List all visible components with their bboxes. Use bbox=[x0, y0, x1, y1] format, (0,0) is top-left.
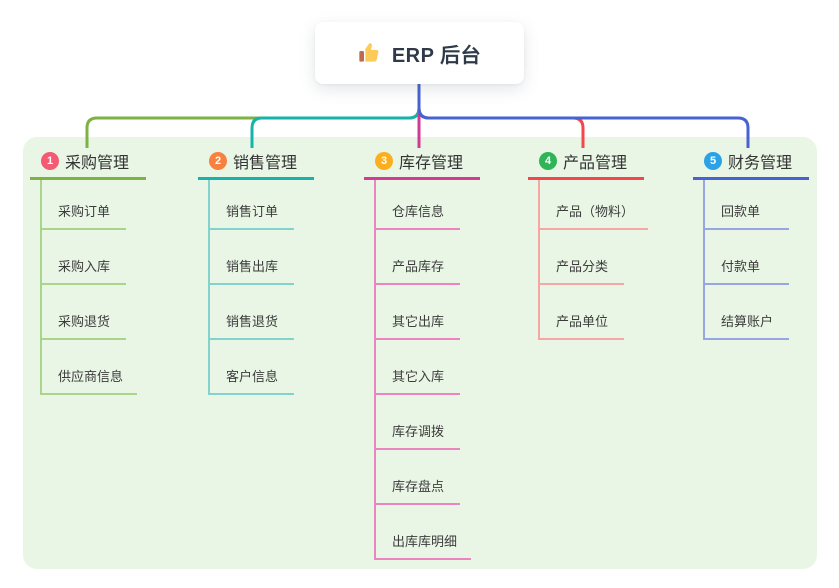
child-label: 产品分类 bbox=[556, 259, 609, 274]
child-node-receipt-bill[interactable]: 回款单 bbox=[703, 180, 789, 230]
child-label: 销售出库 bbox=[226, 259, 279, 274]
child-node-sales-return[interactable]: 销售退货 bbox=[208, 285, 294, 340]
thumbs-up-icon bbox=[359, 43, 379, 62]
root-node-erp[interactable]: ERP 后台 bbox=[315, 22, 524, 84]
child-node-product-stock[interactable]: 产品库存 bbox=[374, 230, 460, 285]
child-node-product-material[interactable]: 产品（物料） bbox=[538, 180, 649, 230]
child-node-product-unit[interactable]: 产品单位 bbox=[538, 285, 624, 340]
child-label: 其它入库 bbox=[392, 369, 445, 384]
badge-number-1: 1 bbox=[41, 151, 59, 170]
child-node-purchase-return[interactable]: 采购退货 bbox=[40, 285, 126, 340]
branch-label: 财务管理 bbox=[728, 154, 793, 172]
child-label: 仓库信息 bbox=[392, 204, 445, 219]
branch-node-purchase[interactable]: 1 采购管理 bbox=[30, 148, 146, 180]
child-node-stock-transfer[interactable]: 库存调拨 bbox=[374, 395, 460, 450]
branch-children: 产品（物料） 产品分类 产品单位 bbox=[538, 180, 649, 340]
branch-node-finance[interactable]: 5 财务管理 bbox=[693, 148, 809, 180]
child-label: 产品（物料） bbox=[556, 204, 635, 219]
child-label: 采购退货 bbox=[58, 314, 111, 329]
child-node-purchase-inbound[interactable]: 采购入库 bbox=[40, 230, 126, 285]
badge-number-2: 2 bbox=[209, 151, 227, 170]
root-node-title: ERP 后台 bbox=[391, 44, 482, 67]
branch-label: 采购管理 bbox=[65, 154, 130, 172]
mindmap-board-background bbox=[23, 137, 817, 569]
branch-finance-management: 5 财务管理 回款单 付款单 结算账户 bbox=[693, 148, 809, 340]
branch-sales-management: 2 销售管理 销售订单 销售出库 销售退货 客户信息 bbox=[198, 148, 314, 395]
branch-children: 销售订单 销售出库 销售退货 客户信息 bbox=[208, 180, 314, 395]
child-label: 销售退货 bbox=[226, 314, 279, 329]
branch-node-inventory[interactable]: 3 库存管理 bbox=[364, 148, 480, 180]
child-label: 销售订单 bbox=[226, 204, 279, 219]
child-label: 产品库存 bbox=[392, 259, 445, 274]
child-label: 付款单 bbox=[721, 259, 761, 274]
badge-number-5: 5 bbox=[704, 151, 722, 170]
branch-node-product[interactable]: 4 产品管理 bbox=[528, 148, 644, 180]
branch-label: 销售管理 bbox=[233, 154, 298, 172]
branch-children: 仓库信息 产品库存 其它出库 其它入库 库存调拨 库存盘点 出库库明细 bbox=[374, 180, 480, 560]
child-label: 库存调拨 bbox=[392, 424, 445, 439]
child-node-payment-bill[interactable]: 付款单 bbox=[703, 230, 789, 285]
child-label: 结算账户 bbox=[721, 314, 774, 329]
child-node-warehouse-info[interactable]: 仓库信息 bbox=[374, 180, 460, 230]
child-node-other-outbound[interactable]: 其它出库 bbox=[374, 285, 460, 340]
child-label: 回款单 bbox=[721, 204, 761, 219]
branch-inventory-management: 3 库存管理 仓库信息 产品库存 其它出库 其它入库 库存调拨 库存盘点 出库库… bbox=[364, 148, 480, 560]
branch-purchase-management: 1 采购管理 采购订单 采购入库 采购退货 供应商信息 bbox=[30, 148, 146, 395]
branch-children: 采购订单 采购入库 采购退货 供应商信息 bbox=[40, 180, 146, 395]
child-node-supplier-info[interactable]: 供应商信息 bbox=[40, 340, 138, 395]
child-node-customer-info[interactable]: 客户信息 bbox=[208, 340, 294, 395]
badge-number-4: 4 bbox=[539, 151, 557, 170]
child-label: 供应商信息 bbox=[58, 369, 124, 384]
branch-node-sales[interactable]: 2 销售管理 bbox=[198, 148, 314, 180]
branch-children: 回款单 付款单 结算账户 bbox=[703, 180, 809, 340]
child-node-stock-check[interactable]: 库存盘点 bbox=[374, 450, 460, 505]
child-node-sales-order[interactable]: 销售订单 bbox=[208, 180, 294, 230]
child-node-outbound-detail[interactable]: 出库库明细 bbox=[374, 505, 472, 560]
branch-label: 产品管理 bbox=[563, 154, 628, 172]
child-node-settlement-account[interactable]: 结算账户 bbox=[703, 285, 789, 340]
child-label: 产品单位 bbox=[556, 314, 609, 329]
child-label: 客户信息 bbox=[226, 369, 279, 384]
child-label: 采购订单 bbox=[58, 204, 111, 219]
child-node-purchase-order[interactable]: 采购订单 bbox=[40, 180, 126, 230]
child-label: 其它出库 bbox=[392, 314, 445, 329]
child-label: 出库库明细 bbox=[392, 534, 458, 549]
child-node-other-inbound[interactable]: 其它入库 bbox=[374, 340, 460, 395]
child-node-product-category[interactable]: 产品分类 bbox=[538, 230, 624, 285]
child-label: 库存盘点 bbox=[392, 479, 445, 494]
child-label: 采购入库 bbox=[58, 259, 111, 274]
branch-label: 库存管理 bbox=[399, 154, 464, 172]
branch-product-management: 4 产品管理 产品（物料） 产品分类 产品单位 bbox=[528, 148, 649, 340]
badge-number-3: 3 bbox=[375, 151, 393, 170]
child-node-sales-outbound[interactable]: 销售出库 bbox=[208, 230, 294, 285]
